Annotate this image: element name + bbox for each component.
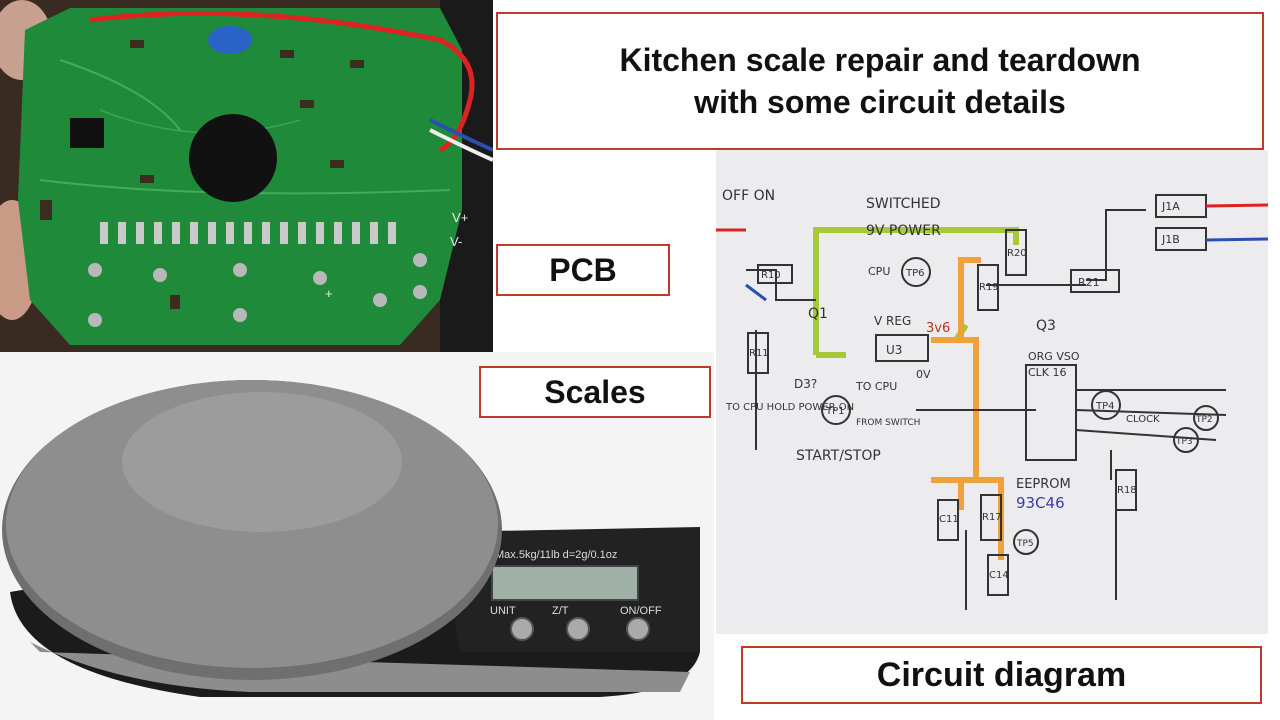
scale-unit-label: UNIT xyxy=(490,605,516,617)
diagram-start-stop: START/STOP xyxy=(796,448,881,464)
scale-power-label: ON/OFF xyxy=(620,605,662,617)
diagram-from-switch: FROM SWITCH xyxy=(856,418,920,428)
title-line-1: Kitchen scale repair and teardown xyxy=(619,42,1141,78)
diagram-eeprom-part: 93C46 xyxy=(1016,494,1065,512)
diagram-switched: SWITCHED xyxy=(866,196,941,212)
scales-label: Scales xyxy=(479,366,711,418)
circuit-diagram-label: Circuit diagram xyxy=(741,646,1262,704)
diagram-vreg: V REG xyxy=(874,314,911,328)
scale-illustration: Max.5kg/11lb d=2g/0.1oz UNIT Z/T ON/OFF xyxy=(0,352,714,720)
diagram-r11: R11 xyxy=(749,348,769,359)
pcb-illustration: V+ V- + xyxy=(0,0,493,352)
diagram-0v: 0V xyxy=(916,368,931,381)
diagram-r20: R20 xyxy=(1007,248,1027,259)
diagram-r17: R17 xyxy=(982,512,1002,523)
title-box: Kitchen scale repair and teardown with s… xyxy=(496,12,1264,150)
diagram-j1a: J1A xyxy=(1161,200,1180,213)
pcb-photo: V+ V- + xyxy=(0,0,493,352)
diagram-r19: R19 xyxy=(979,282,999,293)
diagram-tp1: TP1 xyxy=(825,406,845,417)
scales-photo: Max.5kg/11lb d=2g/0.1oz UNIT Z/T ON/OFF xyxy=(0,352,714,720)
diagram-r18: R18 xyxy=(1117,485,1137,496)
diagram-u3: U3 xyxy=(886,343,902,357)
diagram-c11: C11 xyxy=(939,514,959,525)
diagram-off-on: OFF ON xyxy=(722,188,775,204)
diagram-3v6: 3v6 xyxy=(926,321,950,336)
scale-tare-label: Z/T xyxy=(552,605,569,617)
diagram-org-vso: ORG VSO xyxy=(1028,350,1080,363)
diagram-q1: Q1 xyxy=(808,306,828,322)
diagram-clock: CLOCK xyxy=(1126,414,1160,425)
diagram-tp3: TP3 xyxy=(1175,437,1193,447)
diagram-r10: R10 xyxy=(761,270,781,281)
diagram-tp5: TP5 xyxy=(1016,539,1034,549)
diagram-q3: Q3 xyxy=(1036,318,1056,334)
diagram-tp6: TP6 xyxy=(905,268,925,279)
diagram-d3: D3? xyxy=(794,377,817,391)
scale-spec-text: Max.5kg/11lb d=2g/0.1oz xyxy=(495,549,617,561)
diagram-to-cpu: TO CPU xyxy=(855,380,897,393)
diagram-c14: C14 xyxy=(989,570,1009,581)
diagram-j1b: J1B xyxy=(1161,233,1180,246)
diagram-r21: R21 xyxy=(1078,276,1100,289)
scale-power-button[interactable] xyxy=(626,617,650,641)
pcb-label: PCB xyxy=(496,244,670,296)
title-line-2: with some circuit details xyxy=(694,84,1066,120)
circuit-diagram-photo: OFF ON SWITCHED 9V POWER CPU TP6 V REG U… xyxy=(716,150,1268,634)
diagram-hold-power: TO CPU HOLD POWER ON xyxy=(725,402,854,413)
diagram-tp2: TP2 xyxy=(1195,415,1213,425)
diagram-eeprom: EEPROM xyxy=(1016,477,1071,492)
pcb-vplus-mark: V+ xyxy=(452,210,468,225)
scale-lcd-display xyxy=(491,565,639,601)
scale-unit-button[interactable] xyxy=(510,617,534,641)
diagram-clk16: CLK 16 xyxy=(1028,366,1067,379)
pcb-plus-mark: + xyxy=(325,286,333,301)
pcb-vminus-mark: V- xyxy=(450,234,462,249)
diagram-9v-power: 9V POWER xyxy=(866,223,941,239)
scale-tare-button[interactable] xyxy=(566,617,590,641)
diagram-tp4: TP4 xyxy=(1095,401,1115,412)
diagram-cpu-1: CPU xyxy=(868,265,890,278)
circuit-sketch: OFF ON SWITCHED 9V POWER CPU TP6 V REG U… xyxy=(716,150,1268,634)
